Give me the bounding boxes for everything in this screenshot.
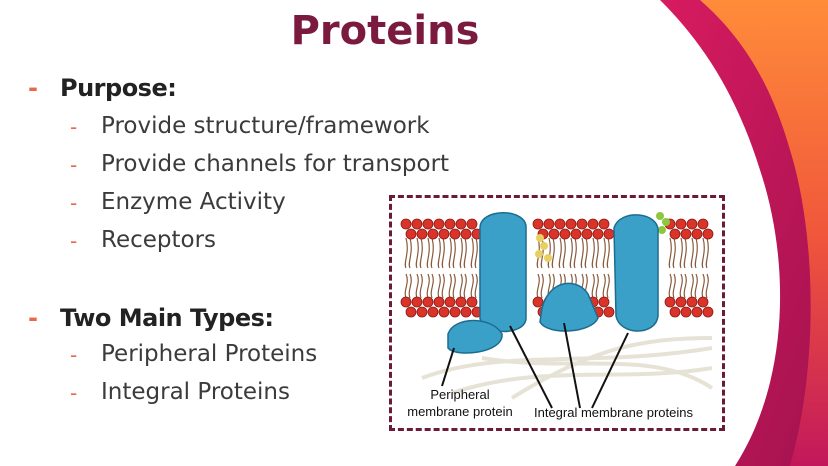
list-bullet: - — [70, 381, 78, 405]
list-item: Provide channels for transport — [101, 151, 450, 177]
list-bullet: - — [70, 229, 78, 253]
list-bullet: - — [70, 191, 78, 215]
slide-title: Proteins — [290, 8, 480, 54]
lipid-tails — [404, 237, 709, 299]
proteins — [447, 212, 659, 354]
cholesterol-molecules — [535, 212, 670, 262]
membrane-diagram: Peripheral membrane protein Integral mem… — [389, 195, 725, 431]
list-item: Receptors — [101, 227, 217, 253]
label-pointers — [441, 322, 629, 409]
list-item: Provide structure/framework — [101, 113, 430, 139]
membrane-illustration — [400, 212, 714, 409]
section-bullet: - — [28, 304, 38, 332]
list-item: Integral Proteins — [101, 379, 290, 405]
integral-label: Integral membrane proteins — [534, 405, 693, 420]
peripheral-label: Peripheral membrane protein — [400, 386, 520, 420]
section-bullet: - — [28, 74, 38, 102]
peripheral-label-line1: Peripheral — [430, 387, 490, 402]
peripheral-label-line2: membrane protein — [407, 404, 513, 419]
list-bullet: - — [70, 153, 78, 177]
cytoskeleton-fibers — [421, 336, 714, 400]
section-heading-types: Two Main Types: — [60, 304, 274, 332]
list-item: Enzyme Activity — [101, 189, 286, 215]
section-heading-purpose: Purpose: — [60, 74, 177, 102]
list-bullet: - — [70, 343, 78, 367]
list-bullet: - — [70, 115, 78, 139]
list-item: Peripheral Proteins — [101, 341, 318, 367]
